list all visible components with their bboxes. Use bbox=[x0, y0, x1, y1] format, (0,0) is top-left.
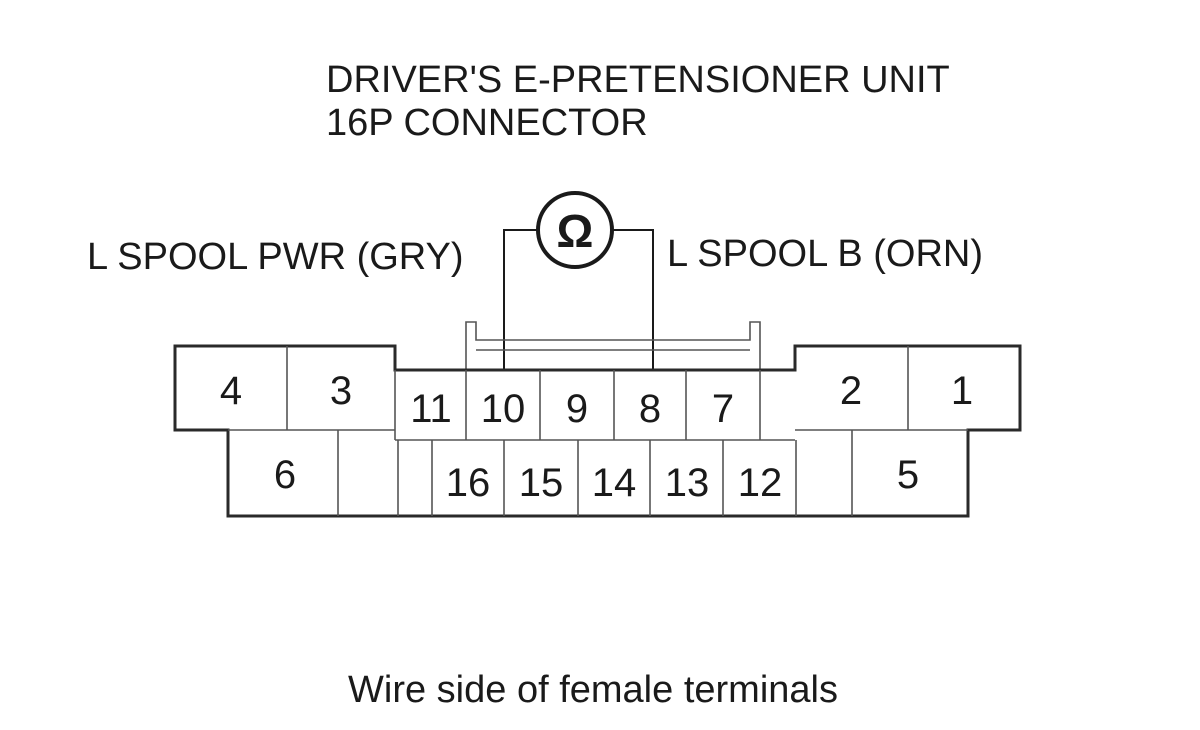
pin-5: 5 bbox=[897, 453, 919, 497]
left-wire-label: L SPOOL PWR (GRY) bbox=[87, 236, 464, 278]
diagram-title-line1: DRIVER'S E-PRETENSIONER UNIT bbox=[326, 59, 950, 101]
diagram-title-line2: 16P CONNECTOR bbox=[326, 102, 648, 144]
pin-11: 11 bbox=[410, 387, 452, 431]
connector-latch bbox=[465, 321, 761, 370]
pin-13: 13 bbox=[665, 461, 710, 505]
pin-6: 6 bbox=[274, 453, 296, 497]
pin-7: 7 bbox=[712, 387, 734, 431]
lead-to-pin-10 bbox=[503, 229, 538, 370]
pin-3: 3 bbox=[330, 369, 352, 413]
pin-8: 8 bbox=[639, 387, 661, 431]
right-wire-label: L SPOOL B (ORN) bbox=[667, 233, 983, 275]
connector-body bbox=[173, 321, 1022, 518]
pin-4: 4 bbox=[220, 369, 242, 413]
meter-leads bbox=[503, 229, 654, 370]
pin-16: 16 bbox=[446, 461, 491, 505]
pin-10: 10 bbox=[481, 387, 526, 431]
pin-labels: 4 3 2 1 11 10 9 8 7 6 16 15 14 13 12 5 bbox=[220, 369, 973, 505]
ohmmeter-icon: Ω bbox=[536, 191, 614, 269]
ohm-symbol: Ω bbox=[557, 205, 594, 257]
diagram-caption: Wire side of female terminals bbox=[348, 669, 838, 711]
pin-12: 12 bbox=[738, 461, 783, 505]
lead-to-pin-8 bbox=[612, 229, 654, 370]
pin-9: 9 bbox=[566, 387, 588, 431]
pin-2: 2 bbox=[840, 369, 862, 413]
pin-14: 14 bbox=[592, 461, 637, 505]
pin-1: 1 bbox=[951, 369, 973, 413]
pin-15: 15 bbox=[519, 461, 564, 505]
